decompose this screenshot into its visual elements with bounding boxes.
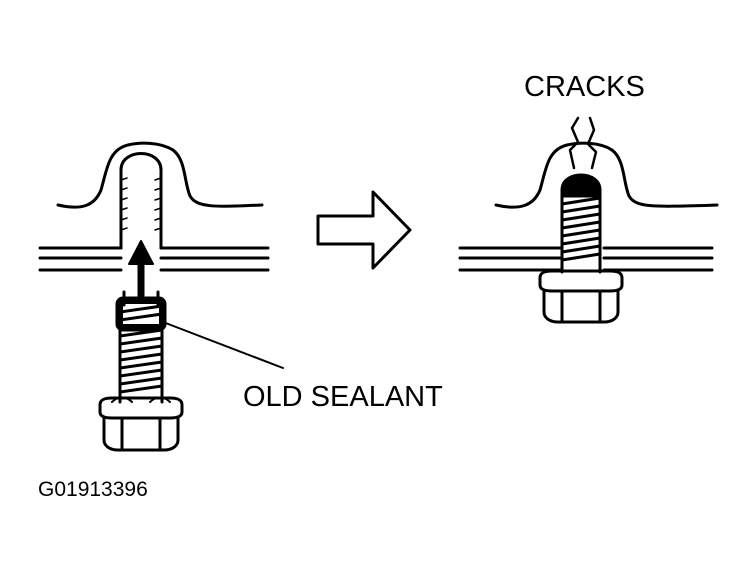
- figure-code-label: G01913396: [38, 478, 148, 501]
- left-bolt-head: [102, 416, 180, 452]
- left-bolt-shank: [118, 328, 164, 404]
- left-bolt-threads: [118, 304, 164, 394]
- right-bolt-head: [542, 289, 620, 324]
- old-sealant-label: OLD SEALANT: [243, 381, 443, 413]
- right-upper-panel: [494, 141, 719, 209]
- right-bolt-flange: [538, 269, 624, 293]
- right-assembly: [458, 116, 719, 324]
- up-arrow-icon: [128, 240, 154, 304]
- cracks-label: CRACKS: [524, 71, 645, 103]
- left-bolt: [98, 290, 184, 452]
- left-assembly: [38, 141, 284, 452]
- right-arrow-icon: [316, 190, 412, 270]
- left-upper-panel: [56, 141, 264, 209]
- right-bolt-sealant-tip: [560, 173, 602, 198]
- right-bolt: [538, 173, 624, 324]
- left-hole-threads: [120, 177, 162, 231]
- old-sealant-leader: [162, 321, 284, 369]
- right-bolt-threads: [560, 196, 602, 262]
- left-hole-top: [119, 152, 163, 172]
- left-bolt-flange: [98, 396, 184, 420]
- crack-marks-icon: [568, 116, 598, 170]
